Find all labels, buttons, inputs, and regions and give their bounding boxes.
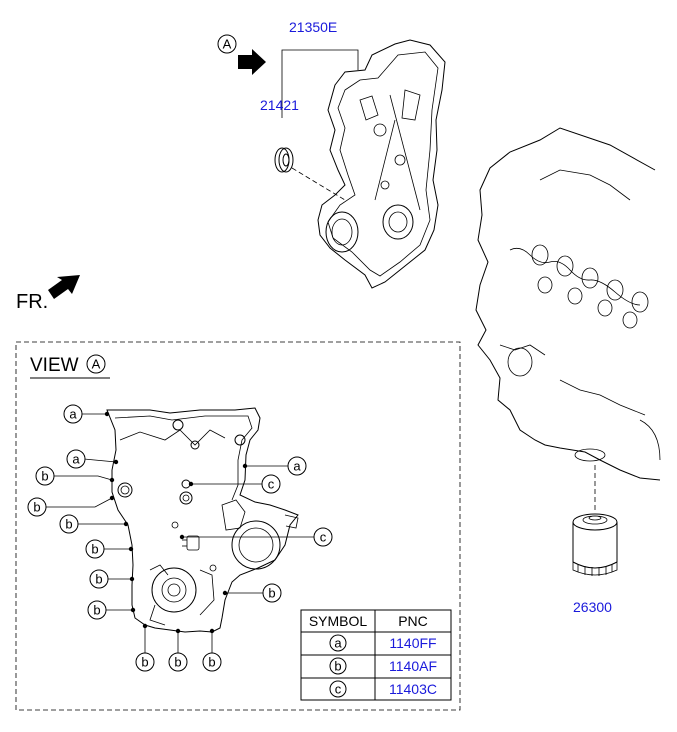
view-a-leaders (46, 411, 314, 653)
svg-text:b: b (41, 469, 48, 484)
oil-seal-drawing (274, 147, 294, 173)
svg-text:a: a (72, 452, 80, 467)
callout-b-5[interactable]: b (89, 569, 109, 589)
callout-b-1[interactable]: b (35, 466, 55, 486)
filter-part-number[interactable]: 26300 (573, 599, 612, 615)
callout-b-4[interactable]: b (85, 539, 105, 559)
timing-cover-drawing (317, 39, 446, 289)
view-a-cover-drawing (106, 407, 299, 633)
svg-text:b: b (268, 586, 275, 601)
engine-block-drawing (475, 127, 661, 481)
svg-text:FR.: FR. (16, 291, 48, 313)
svg-text:b: b (93, 603, 100, 618)
callout-a-1[interactable]: a (63, 404, 83, 424)
view-a-title: VIEW A (30, 354, 110, 379)
callout-b-6[interactable]: b (87, 600, 107, 620)
callout-b-3[interactable]: b (59, 514, 79, 534)
legend-header-symbol: SYMBOL (309, 613, 368, 629)
front-indicator: FR. (16, 275, 80, 313)
svg-text:b: b (95, 572, 102, 587)
legend-row-c: c 11403C (329, 680, 437, 698)
callout-a-2[interactable]: a (66, 449, 86, 469)
callout-c-1[interactable]: c (261, 474, 281, 494)
svg-text:c: c (335, 682, 342, 697)
svg-text:A: A (223, 37, 232, 52)
oil-filter-drawing (572, 513, 618, 576)
legend-header-pnc: PNC (398, 613, 428, 629)
svg-text:b: b (91, 542, 98, 557)
svg-text:b: b (33, 500, 40, 515)
legend-pnc-c[interactable]: 11403C (389, 681, 437, 697)
svg-text:VIEW: VIEW (30, 355, 79, 376)
callout-b-9[interactable]: b (168, 652, 188, 672)
svg-text:A: A (92, 357, 101, 372)
svg-text:b: b (208, 655, 215, 670)
seal-part-number[interactable]: 21421 (260, 97, 299, 113)
svg-text:a: a (334, 636, 342, 651)
callout-c-2[interactable]: c (313, 527, 333, 547)
cover-part-number[interactable]: 21350E (289, 19, 337, 35)
callout-b-2[interactable]: b (27, 497, 47, 517)
view-arrow-a: A (217, 34, 266, 75)
svg-text:b: b (141, 655, 148, 670)
svg-text:a: a (293, 459, 301, 474)
legend-row-a: a 1140FF (329, 634, 437, 652)
legend-table: SYMBOL PNC a 1140FF b 1140AF c 11403C (300, 609, 452, 701)
callout-b-10[interactable]: b (202, 652, 222, 672)
legend-pnc-a[interactable]: 1140FF (389, 635, 436, 651)
svg-text:a: a (69, 407, 77, 422)
svg-text:c: c (268, 477, 275, 492)
callout-b-7[interactable]: b (262, 583, 282, 603)
callout-b-8[interactable]: b (135, 652, 155, 672)
callout-a-3[interactable]: a (287, 456, 307, 476)
svg-text:c: c (320, 530, 327, 545)
legend-row-b: b 1140AF (329, 657, 437, 675)
legend-pnc-b[interactable]: 1140AF (389, 658, 437, 674)
svg-text:b: b (334, 659, 341, 674)
svg-text:b: b (174, 655, 181, 670)
view-a-frame (15, 341, 461, 711)
svg-text:b: b (65, 517, 72, 532)
